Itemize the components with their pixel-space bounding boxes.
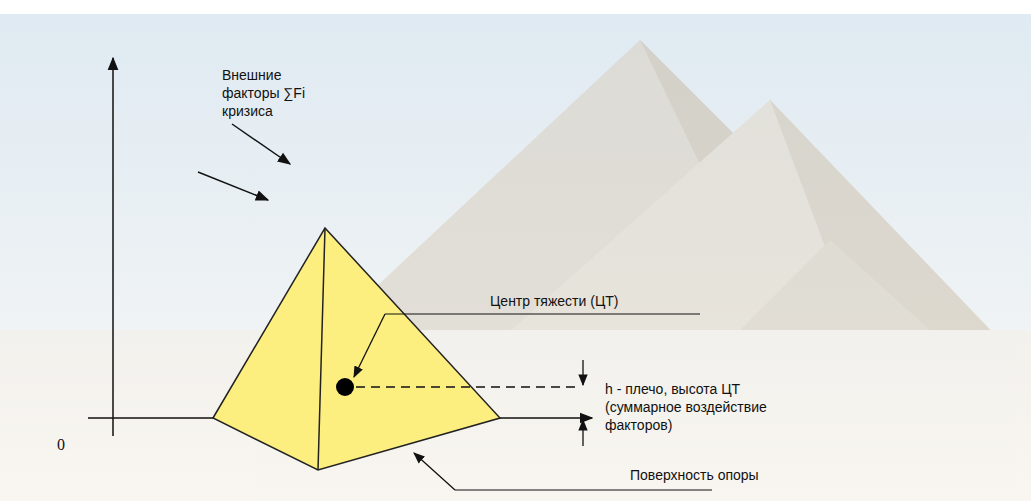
pyramid-edge bbox=[318, 228, 325, 470]
height-arrow bbox=[582, 360, 583, 385]
label: h - плечо, высота ЦТ (суммарное воздейст… bbox=[605, 380, 785, 434]
underline bbox=[455, 489, 712, 490]
force-arrow bbox=[198, 172, 268, 200]
pyramid bbox=[213, 228, 500, 470]
label: Внешние факторы ∑Fi кризиса bbox=[222, 66, 322, 120]
leader-line bbox=[354, 314, 385, 377]
label: Центр тяжести (ЦТ) bbox=[490, 292, 618, 310]
background bbox=[0, 14, 1031, 501]
pyramids-photo bbox=[0, 40, 1031, 501]
height-arrow bbox=[582, 420, 583, 446]
y-axis bbox=[112, 58, 114, 436]
gravity-dot bbox=[336, 378, 354, 396]
force-arrow bbox=[232, 124, 290, 164]
leader-line bbox=[414, 453, 455, 490]
label: 0 bbox=[57, 436, 65, 454]
label: Поверхность опоры bbox=[630, 466, 759, 484]
height-line bbox=[356, 386, 578, 387]
underline bbox=[385, 313, 700, 314]
